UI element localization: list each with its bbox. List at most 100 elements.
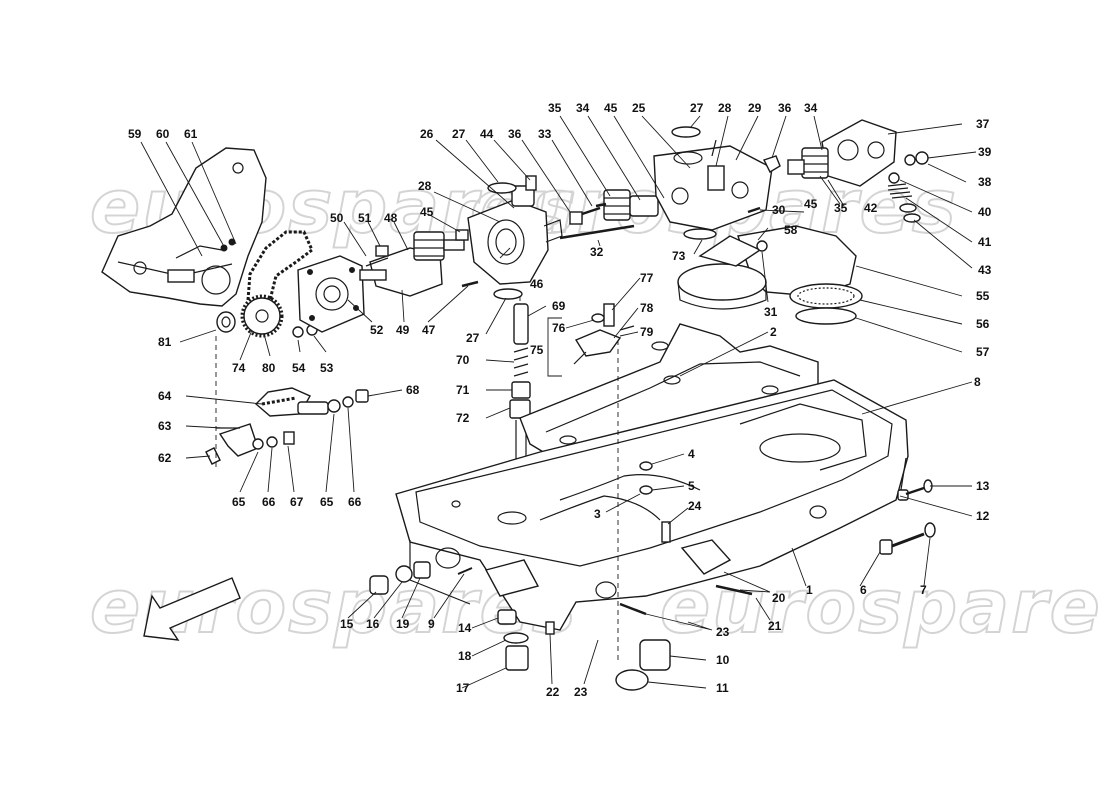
callout-11: 11 xyxy=(716,681,729,695)
callout-42: 42 xyxy=(864,201,878,215)
plug-14-18-17 xyxy=(497,609,529,671)
callout-79: 79 xyxy=(640,325,654,339)
chain-tensioner-assembly xyxy=(205,387,369,465)
callout-35a: 35 xyxy=(548,101,562,115)
bolt-32 xyxy=(559,224,635,240)
callout-21: 21 xyxy=(768,619,782,633)
callout-28a: 28 xyxy=(418,179,432,193)
callout-12: 12 xyxy=(976,509,990,523)
callout-64: 64 xyxy=(158,389,172,403)
callout-7: 7 xyxy=(920,583,927,597)
callout-30: 30 xyxy=(772,203,786,217)
callout-70: 70 xyxy=(456,353,470,367)
callout-56: 56 xyxy=(976,317,990,331)
callout-65a: 65 xyxy=(232,495,246,509)
callout-43: 43 xyxy=(978,263,992,277)
callout-52: 52 xyxy=(370,323,384,337)
callout-69: 69 xyxy=(552,299,566,313)
callout-73: 73 xyxy=(672,249,686,263)
sensor-bracket-assembly xyxy=(573,303,635,365)
callout-39: 39 xyxy=(978,145,992,159)
seal-73 xyxy=(683,228,717,240)
callout-80: 80 xyxy=(262,361,276,375)
leader-lines xyxy=(140,115,977,689)
callout-1: 1 xyxy=(806,583,813,597)
callout-25: 25 xyxy=(632,101,646,115)
callout-53: 53 xyxy=(320,361,334,375)
pump-gear-assembly xyxy=(359,231,465,297)
callout-81: 81 xyxy=(158,335,172,349)
callout-66a: 66 xyxy=(262,495,276,509)
pump-cover-plate xyxy=(297,255,365,333)
callout-58: 58 xyxy=(784,223,798,237)
callout-31: 31 xyxy=(764,305,778,319)
callout-23b: 23 xyxy=(574,685,588,699)
callout-5: 5 xyxy=(688,479,695,493)
callout-18: 18 xyxy=(458,649,472,663)
callout-4: 4 xyxy=(688,447,695,461)
scavenge-pump-gears xyxy=(595,189,659,221)
callout-46: 46 xyxy=(530,277,544,291)
callout-50: 50 xyxy=(330,211,344,225)
callout-20: 20 xyxy=(772,591,786,605)
callout-48: 48 xyxy=(384,211,398,225)
callout-45b: 45 xyxy=(604,101,618,115)
pump-housing-right xyxy=(653,139,773,231)
callout-51: 51 xyxy=(358,211,372,225)
callout-24: 24 xyxy=(688,499,702,513)
callout-78: 78 xyxy=(640,301,654,315)
o-ring-27-center xyxy=(487,182,523,300)
callout-labels: 1 2 3 4 5 6 7 8 9 10 11 12 13 14 15 16 1… xyxy=(128,101,992,699)
seal-ring-81 xyxy=(216,311,236,333)
oil-sump-pan xyxy=(395,379,909,631)
callout-72: 72 xyxy=(456,411,470,425)
callout-45c: 45 xyxy=(804,197,818,211)
callout-57: 57 xyxy=(976,345,990,359)
callout-16: 16 xyxy=(366,617,380,631)
callout-22: 22 xyxy=(546,685,560,699)
relief-valve-stack xyxy=(509,303,531,510)
callout-13: 13 xyxy=(976,479,990,493)
callout-59: 59 xyxy=(128,127,142,141)
callout-47: 47 xyxy=(422,323,436,337)
callout-63: 63 xyxy=(158,419,172,433)
stud-30 xyxy=(747,206,761,214)
dowel-24 xyxy=(661,521,671,543)
callout-8: 8 xyxy=(974,375,981,389)
watermark: eurospares xyxy=(660,564,1100,650)
nut-5-washer-3-4 xyxy=(639,461,653,495)
callout-27a: 27 xyxy=(452,127,466,141)
callout-34b: 34 xyxy=(804,101,818,115)
callout-54: 54 xyxy=(292,361,306,375)
callout-33: 33 xyxy=(538,127,552,141)
timing-chain xyxy=(246,230,314,301)
callout-37: 37 xyxy=(976,117,990,131)
dowel-45-left xyxy=(455,229,469,241)
callout-14: 14 xyxy=(458,621,472,635)
callout-71: 71 xyxy=(456,383,470,397)
nut-39-38 xyxy=(904,151,929,166)
bolt-6-washer-7 xyxy=(879,522,936,555)
stud-47 xyxy=(461,280,479,288)
callout-75: 75 xyxy=(530,343,544,357)
callout-68: 68 xyxy=(406,383,420,397)
oil-pickup-strainer xyxy=(677,225,863,325)
callout-34a: 34 xyxy=(576,101,590,115)
o-ring-27-top xyxy=(671,126,701,138)
callout-27c: 27 xyxy=(466,331,480,345)
pump-housing-center xyxy=(467,175,563,285)
callout-65b: 65 xyxy=(320,495,334,509)
callout-40: 40 xyxy=(978,205,992,219)
pump-37-assembly xyxy=(787,119,897,187)
callout-67: 67 xyxy=(290,495,304,509)
callout-49: 49 xyxy=(396,323,410,337)
callout-3: 3 xyxy=(594,507,601,521)
callout-74: 74 xyxy=(232,361,246,375)
fittings-10-11 xyxy=(615,639,671,691)
callout-6: 6 xyxy=(860,583,867,597)
front-cover-housing xyxy=(101,147,267,307)
callout-35b: 35 xyxy=(834,201,848,215)
callout-66b: 66 xyxy=(348,495,362,509)
callout-45a: 45 xyxy=(420,205,434,219)
